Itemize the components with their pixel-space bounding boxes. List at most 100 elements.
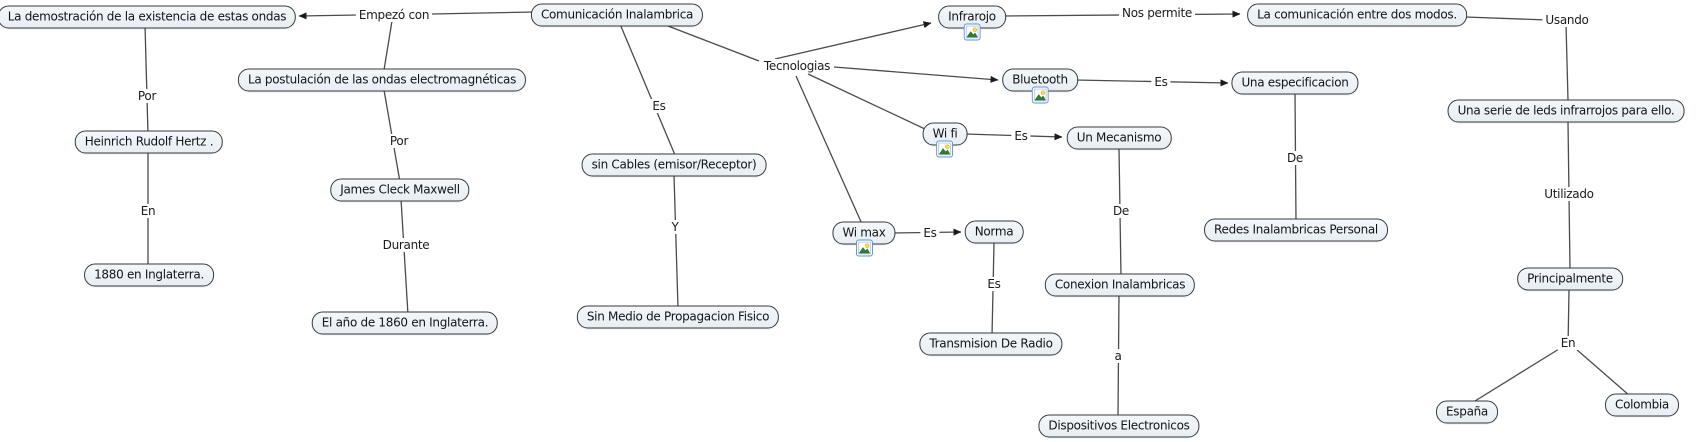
concept-comunicacion-dos-modos[interactable]: La comunicación entre dos modos. — [1247, 3, 1467, 27]
connection-line — [1575, 348, 1631, 397]
concept-label: Principalmente — [1527, 271, 1613, 286]
concept-label: Dispositivos Electronicos — [1048, 418, 1190, 433]
connection-line — [807, 73, 926, 130]
concept-label: Redes Inalambricas Personal — [1214, 222, 1378, 237]
connection-line — [400, 198, 409, 316]
concept-label: Un Mecanismo — [1076, 130, 1162, 145]
link-label-text: Usando — [1545, 13, 1589, 27]
concept-comunicacion-inalambrica[interactable]: Comunicación Inalambrica — [530, 3, 704, 27]
concept-label: Wi max — [842, 225, 886, 240]
concept-sin-cables[interactable]: sin Cables (emisor/Receptor) — [581, 153, 767, 177]
concept-serie-leds-infrarrojos[interactable]: Una serie de leds infrarrojos para ello. — [1447, 99, 1685, 123]
link-label-en-paises[interactable]: En — [1557, 336, 1579, 350]
connection-line — [431, 11, 536, 15]
link-label-nos-permite[interactable]: Nos permite — [1119, 6, 1195, 20]
connection-line — [1565, 23, 1569, 101]
link-label-por-maxwell[interactable]: Por — [386, 134, 412, 148]
link-label-text: Utilizado — [1544, 187, 1594, 201]
concept-dispositivos-electronicos[interactable]: Dispositivos Electronicos — [1038, 414, 1200, 438]
link-label-utilizado[interactable]: Utilizado — [1541, 187, 1597, 201]
connection-line — [619, 23, 676, 156]
concept-label: Comunicación Inalambrica — [540, 7, 694, 22]
link-label-por-hertz[interactable]: Por — [134, 89, 160, 103]
link-label-text: Durante — [382, 238, 430, 252]
concept-wi-fi[interactable]: Wi fi — [922, 122, 968, 158]
link-label-text: Es — [1014, 129, 1028, 143]
connection-line — [667, 25, 760, 62]
link-label-text: a — [1114, 349, 1122, 363]
link-label-text: Y — [671, 220, 679, 234]
concept-postulacion-ondas[interactable]: La postulación de las ondas electromagné… — [237, 68, 527, 92]
concept-sin-medio-propagacion[interactable]: Sin Medio de Propagacion Fisico — [576, 305, 780, 329]
link-label-text: Nos permite — [1122, 6, 1192, 20]
concept-label: La comunicación entre dos modos. — [1257, 7, 1457, 22]
concept-label: Heinrich Rudolf Hertz . — [84, 134, 214, 149]
link-label-text: De — [1286, 151, 1304, 165]
concept-demostracion-ondas[interactable]: La demostración de la existencia de esta… — [0, 5, 297, 29]
link-label-text: De — [1112, 204, 1130, 218]
concept-wi-max[interactable]: Wi max — [832, 221, 896, 257]
link-label-de-especificacion[interactable]: De — [1283, 151, 1307, 165]
concept-heinrich-hertz[interactable]: Heinrich Rudolf Hertz . — [74, 130, 224, 154]
concept-label: Norma — [974, 224, 1014, 239]
concept-infrarojo[interactable]: Infrarojo — [938, 5, 1006, 41]
concept-principalmente[interactable]: Principalmente — [1517, 267, 1623, 291]
concept-label: España — [1446, 404, 1488, 419]
concept-label: El año de 1860 en Inglaterra. — [321, 315, 489, 330]
link-label-tecnologias[interactable]: Tecnologias — [760, 59, 834, 73]
concept-colombia[interactable]: Colombia — [1605, 393, 1679, 417]
concept-1860-inglaterra[interactable]: El año de 1860 en Inglaterra. — [311, 311, 499, 335]
concept-conexion-inalambricas[interactable]: Conexion Inalambricas — [1044, 273, 1196, 297]
image-resource-icon[interactable] — [855, 239, 873, 257]
link-label-en-1880[interactable]: En — [137, 204, 159, 218]
concept-label: La postulación de las ondas electromagné… — [247, 72, 517, 87]
link-label-es-bluetooth[interactable]: Es — [1151, 75, 1171, 89]
image-resource-icon[interactable] — [936, 140, 954, 158]
concept-label: Bluetooth — [1012, 72, 1068, 87]
connection-line — [144, 24, 149, 135]
link-label-text: Es — [652, 99, 666, 113]
concept-label: Transmision De Radio — [929, 336, 1053, 351]
concept-1880-inglaterra[interactable]: 1880 en Inglaterra. — [84, 263, 214, 287]
connection-line — [774, 21, 932, 60]
concept-redes-inalambricas[interactable]: Redes Inalambricas Personal — [1204, 218, 1388, 242]
link-label-y[interactable]: Y — [668, 220, 682, 234]
concept-un-mecanismo[interactable]: Un Mecanismo — [1066, 126, 1172, 150]
link-label-empezo-con[interactable]: Empezó con — [355, 8, 433, 22]
connection-line — [1474, 348, 1560, 402]
link-label-es-sin-cables[interactable]: Es — [649, 99, 669, 113]
concept-norma[interactable]: Norma — [964, 220, 1024, 244]
connection-line — [795, 75, 863, 225]
concept-bluetooth[interactable]: Bluetooth — [1002, 68, 1078, 104]
link-label-a[interactable]: a — [1111, 349, 1125, 363]
concept-una-especificacion[interactable]: Una especificacion — [1231, 71, 1359, 95]
link-label-de-mecanismo[interactable]: De — [1109, 204, 1133, 218]
concept-label: La demostración de la existencia de esta… — [7, 9, 287, 24]
link-label-durante[interactable]: Durante — [379, 238, 433, 252]
concept-label: Conexion Inalambricas — [1054, 277, 1186, 292]
concept-label: Una serie de leds infrarrojos para ello. — [1457, 103, 1675, 118]
concept-label: Infrarojo — [948, 9, 996, 24]
link-label-es-wifi[interactable]: Es — [1011, 129, 1031, 143]
concept-espana[interactable]: España — [1436, 400, 1498, 424]
image-resource-icon[interactable] — [1031, 86, 1049, 104]
link-label-text: Empezó con — [358, 8, 430, 22]
connection-line — [383, 20, 393, 71]
concept-label: 1880 en Inglaterra. — [94, 267, 204, 282]
concept-james-maxwell[interactable]: James Cleck Maxwell — [330, 178, 470, 202]
link-label-usando[interactable]: Usando — [1542, 13, 1592, 27]
concept-transmision-de-radio[interactable]: Transmision De Radio — [919, 332, 1063, 356]
link-label-text: Es — [1154, 75, 1168, 89]
image-resource-icon[interactable] — [963, 23, 981, 41]
link-label-es-wimax[interactable]: Es — [920, 226, 940, 240]
link-label-text: Es — [923, 226, 937, 240]
link-label-es-norma[interactable]: Es — [984, 277, 1004, 291]
concept-label: Wi fi — [932, 126, 958, 141]
link-label-text: Por — [389, 134, 409, 148]
connection-line — [1464, 16, 1549, 21]
connection-line — [833, 66, 999, 83]
concept-label: James Cleck Maxwell — [340, 182, 460, 197]
